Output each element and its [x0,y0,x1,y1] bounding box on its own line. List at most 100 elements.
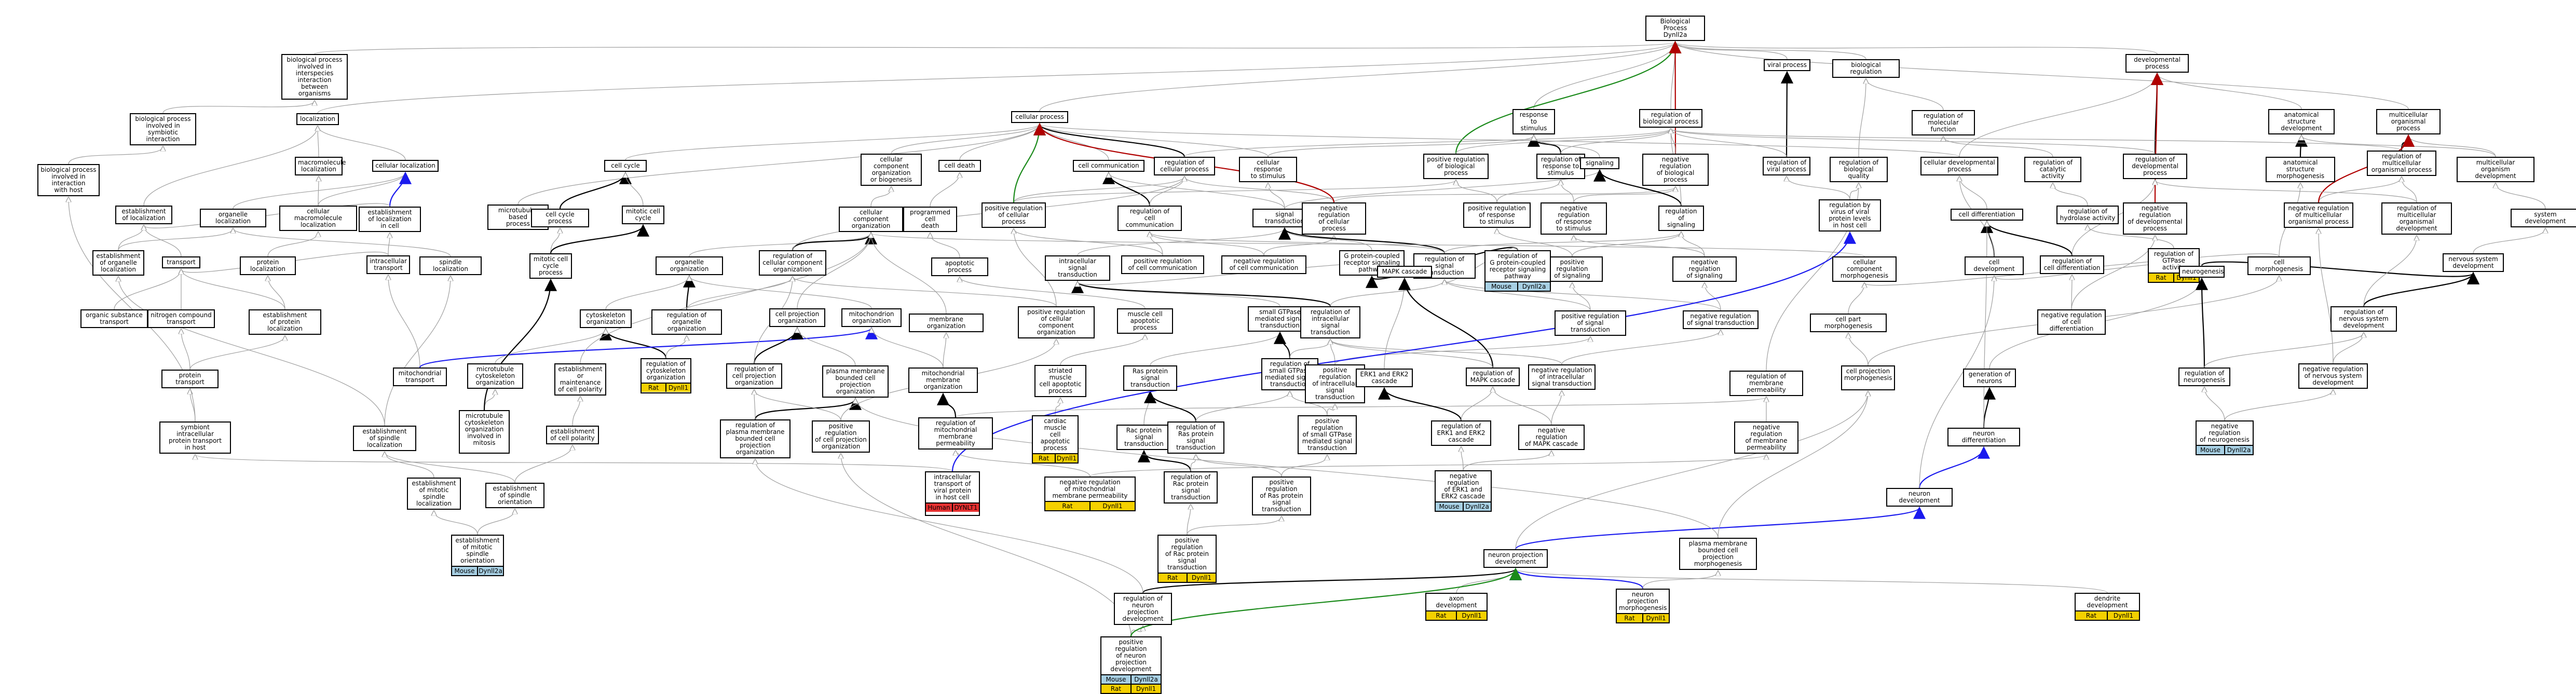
term-node[interactable]: negative regulation of signaling [1672,256,1737,282]
term-node[interactable]: macromolecule localization [295,157,346,175]
term-node[interactable]: positive regulation of neuron projection… [1100,636,1162,694]
term-node[interactable]: apoptotic process [931,257,988,276]
term-node[interactable]: developmental process [2125,54,2189,73]
term-node[interactable]: mitochondrion organization [841,308,902,327]
term-node[interactable]: regulation of biological quality [1830,157,1888,182]
term-node[interactable]: biological process involved in interacti… [37,164,100,196]
term-node[interactable]: establishment of protein localization [249,309,321,335]
term-node[interactable]: anatomical structure morphogenesis [2266,157,2335,182]
term-node[interactable]: regulation of developmental process [2123,154,2187,179]
term-node[interactable]: regulation of hydrolase activity [2056,206,2119,224]
term-node[interactable]: anatomical structure development [2268,109,2335,134]
term-node[interactable]: mitochondrial transport [393,368,447,386]
term-node[interactable]: cell communication [1073,160,1144,172]
term-node[interactable]: regulation of Ras protein signal transdu… [1167,421,1224,454]
term-node[interactable]: multicellular organismal process [2376,109,2441,134]
term-node[interactable]: cell cycle [604,160,647,172]
term-node[interactable]: negative regulation of cell differentiat… [2037,309,2106,335]
term-node[interactable]: regulation of membrane permeability [1729,371,1803,396]
term-node[interactable]: positive regulation of biological proces… [1423,154,1489,179]
term-node[interactable]: cell projection organization [769,308,825,327]
term-node[interactable]: cell part morphogenesis [1810,314,1887,332]
term-node[interactable]: regulation of cell differentiation [2040,255,2104,274]
term-node[interactable]: microtubule cytoskeleton organization in… [459,410,510,454]
term-node[interactable]: establishment of mitotic spindle localiz… [407,478,461,510]
term-node[interactable]: regulation of cellular process [1154,157,1215,175]
term-node[interactable]: negative regulation of multicellular org… [2284,202,2353,228]
term-node[interactable]: regulation of multicellular organismal p… [2367,151,2436,176]
term-node[interactable]: striated muscle cell apoptotic process [1034,365,1086,397]
term-node[interactable]: mitochondrial membrane organization [908,368,978,393]
term-node[interactable]: symbiont intracellular protein transport… [159,421,231,454]
term-node[interactable]: cellular component organization [839,207,903,232]
term-node[interactable]: negative regulation of developmental pro… [2123,202,2187,235]
term-node[interactable]: organelle localization [200,209,266,227]
term-node[interactable]: localization [296,113,339,125]
term-node[interactable]: regulation of Rac protein signal transdu… [1164,471,1218,504]
term-node[interactable]: spindle localization [419,256,482,275]
term-node[interactable]: protein localization [240,256,296,275]
term-node[interactable]: cytoskeleton organization [580,309,632,328]
term-node[interactable]: system development [2511,209,2576,227]
term-node[interactable]: Biological Process Dynll2a [1645,16,1705,41]
term-node[interactable]: MAPK cascade [1377,266,1432,278]
term-node[interactable]: cell development [1965,256,2024,275]
term-node[interactable]: cell cycle process [531,209,589,227]
term-node[interactable]: positive regulation of response to stimu… [1463,202,1531,228]
term-node[interactable]: Rac protein signal transduction [1116,425,1171,450]
term-node[interactable]: negative regulation of mitochondrial mem… [1044,477,1136,511]
term-node[interactable]: positive regulation of cell communicatio… [1121,255,1204,274]
term-node[interactable]: cellular component morphogenesis [1832,256,1897,282]
term-node[interactable]: plasma membrane bounded cell projection … [1679,538,1757,570]
term-node[interactable]: regulation of plasma membrane bounded ce… [720,419,790,458]
term-node[interactable]: positive regulation of Rac protein signa… [1157,535,1217,583]
term-node[interactable]: regulation of neurogenesis [2178,368,2230,386]
term-node[interactable]: regulation of cell communication [1117,206,1182,231]
term-node[interactable]: transport [162,256,200,268]
term-node[interactable]: organic substance transport [80,309,148,328]
term-node[interactable]: establishment of mitotic spindle orienta… [451,535,504,576]
term-node[interactable]: negative regulation of MAPK cascade [1518,425,1585,450]
term-node[interactable]: intracellular transport of viral protein… [925,471,980,516]
term-node[interactable]: establishment of spindle localization [353,426,416,451]
term-node[interactable]: regulation of mitochondrial membrane per… [918,417,993,450]
term-node[interactable]: regulation of ERK1 and ERK2 cascade [1431,420,1491,446]
term-node[interactable]: cellular process [1011,111,1068,123]
term-node[interactable]: ERK1 and ERK2 cascade [1356,369,1413,387]
term-node[interactable]: positive regulation of signal transducti… [1555,310,1626,336]
term-node[interactable]: establishment of localization [115,206,172,224]
term-node[interactable]: regulation of multicellular organismal d… [2381,202,2452,235]
term-node[interactable]: generation of neurons [1963,369,2016,387]
term-node[interactable]: regulation of signaling [1658,206,1704,231]
term-node[interactable]: positive regulation of cellular process [982,202,1046,228]
term-node[interactable]: regulation of molecular function [1912,110,1975,135]
term-node[interactable]: regulation by virus of viral protein lev… [1819,199,1881,232]
term-node[interactable]: regulation of MAPK cascade [1466,368,1520,386]
term-node[interactable]: cellular response to stimulus [1239,157,1297,182]
term-node[interactable]: regulation of biological process [1639,109,1702,128]
term-node[interactable]: neuron development [1886,488,1953,507]
term-node[interactable]: regulation of neuron projection developm… [1114,593,1172,625]
term-node[interactable]: establishment of localization in cell [359,207,421,232]
term-node[interactable]: regulation of cell projection organizati… [726,363,782,389]
term-node[interactable]: regulation of response to stimulus [1536,154,1585,179]
term-node[interactable]: negative regulation of cellular process [1302,202,1366,235]
term-node[interactable]: multicellular organism development [2457,157,2534,182]
term-node[interactable]: cellular macromolecule localization [279,206,357,231]
term-node[interactable]: biological regulation [1832,59,1900,78]
term-node[interactable]: mitotic cell cycle process [529,253,572,279]
term-node[interactable]: cell projection morphogenesis [1841,365,1895,390]
term-node[interactable]: cell differentiation [1951,209,2023,221]
term-node[interactable]: viral process [1764,59,1810,71]
term-node[interactable]: nervous system development [2443,253,2504,272]
term-node[interactable]: cellular component organization or bioge… [861,154,922,186]
term-node[interactable]: organelle organization [656,256,723,275]
term-node[interactable]: regulation of intracellular signal trans… [1300,306,1360,338]
term-node[interactable]: membrane organization [909,314,984,332]
term-node[interactable]: positive regulation of cellular componen… [1018,306,1095,338]
term-node[interactable]: negative regulation of biological proces… [1642,154,1709,186]
